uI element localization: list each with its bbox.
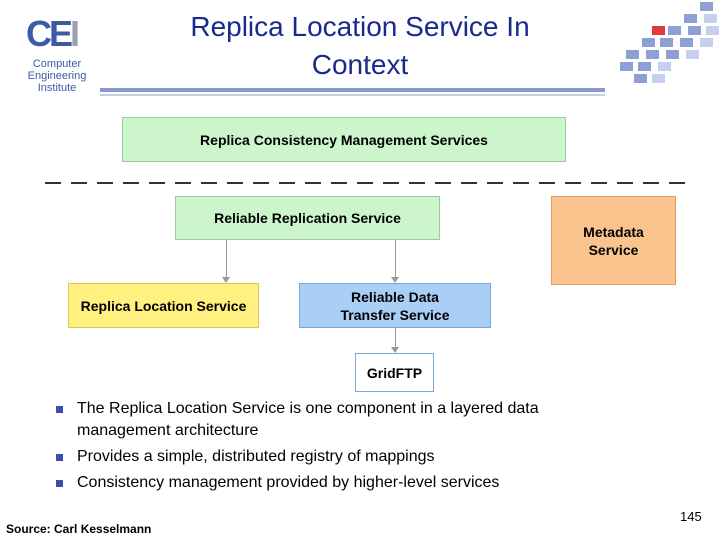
title-underline-light	[100, 94, 605, 96]
deco-square	[620, 62, 633, 71]
deco-square	[706, 26, 719, 35]
arrow-rdts-to-gridftp-head	[391, 347, 399, 353]
reliable-replication-service-box: Reliable Replication Service	[175, 196, 440, 240]
title-underline	[100, 88, 605, 92]
deco-square	[646, 50, 659, 59]
deco-square	[704, 14, 717, 23]
logo-mark: CEI	[26, 13, 80, 54]
deco-square	[700, 38, 713, 47]
rdts-label-line-2: Transfer Service	[340, 306, 450, 323]
bullet-square-icon	[56, 406, 63, 413]
deco-square	[652, 26, 665, 35]
reliable-data-transfer-service-box: Reliable Data Transfer Service	[299, 283, 491, 328]
deco-square	[680, 38, 693, 47]
bullet-square-icon	[56, 480, 63, 487]
deco-square	[660, 38, 673, 47]
slide-title: Replica Location Service In Context	[150, 8, 570, 84]
metadata-label-line-2: Service	[588, 241, 639, 258]
bullet-text: Consistency management provided by highe…	[77, 474, 500, 491]
consistency-management-box: Replica Consistency Management Services	[122, 117, 566, 162]
deco-square	[642, 38, 655, 47]
bullet-item: Provides a simple, distributed registry …	[56, 446, 616, 468]
deco-square	[634, 74, 647, 83]
logo-mark-accent: I	[70, 13, 80, 54]
deco-square	[700, 2, 713, 11]
bullet-text: Provides a simple, distributed registry …	[77, 448, 435, 465]
logo-line-1: Computer	[32, 58, 82, 70]
metadata-service-box: Metadata Service	[551, 196, 676, 285]
title-line-2: Context	[311, 49, 409, 80]
institute-logo: CEI Computer Engineering Institute	[14, 8, 94, 95]
source-credit: Source: Carl Kesselmann	[6, 522, 152, 536]
bullet-item: Consistency management provided by highe…	[56, 472, 616, 494]
deco-square	[652, 74, 665, 83]
arrow-rdts-to-gridftp-line	[395, 328, 396, 347]
deco-square	[684, 14, 697, 23]
logo-mark-main: CE	[26, 13, 73, 54]
decorative-squares	[612, 0, 720, 90]
deco-square	[688, 26, 701, 35]
logo-line-2: Engineering	[27, 70, 87, 82]
logo-line-3: Institute	[37, 82, 77, 94]
deco-square	[638, 62, 651, 71]
metadata-label-line-1: Metadata	[583, 223, 644, 240]
deco-square	[658, 62, 671, 71]
arrow-rrs-to-rdts-head	[391, 277, 399, 283]
title-line-1: Replica Location Service In	[190, 11, 530, 42]
bullet-square-icon	[56, 454, 63, 461]
deco-square	[686, 50, 699, 59]
bullet-text-continued: management architecture	[77, 422, 259, 439]
deco-square	[668, 26, 681, 35]
bullet-text: The Replica Location Service is one comp…	[77, 400, 539, 417]
arrow-rrs-to-rls-line	[226, 240, 227, 277]
deco-square	[666, 50, 679, 59]
deco-square	[626, 50, 639, 59]
arrow-rrs-to-rls-head	[222, 277, 230, 283]
page-number: 145	[680, 509, 702, 524]
bullet-item: The Replica Location Service is one comp…	[56, 398, 616, 442]
rdts-label-line-1: Reliable Data	[351, 288, 439, 305]
arrow-rrs-to-rdts-line	[395, 240, 396, 277]
bullet-list: The Replica Location Service is one comp…	[56, 398, 616, 498]
dashed-separator	[45, 182, 695, 184]
replica-location-service-box: Replica Location Service	[68, 283, 259, 328]
gridftp-box: GridFTP	[355, 353, 434, 392]
